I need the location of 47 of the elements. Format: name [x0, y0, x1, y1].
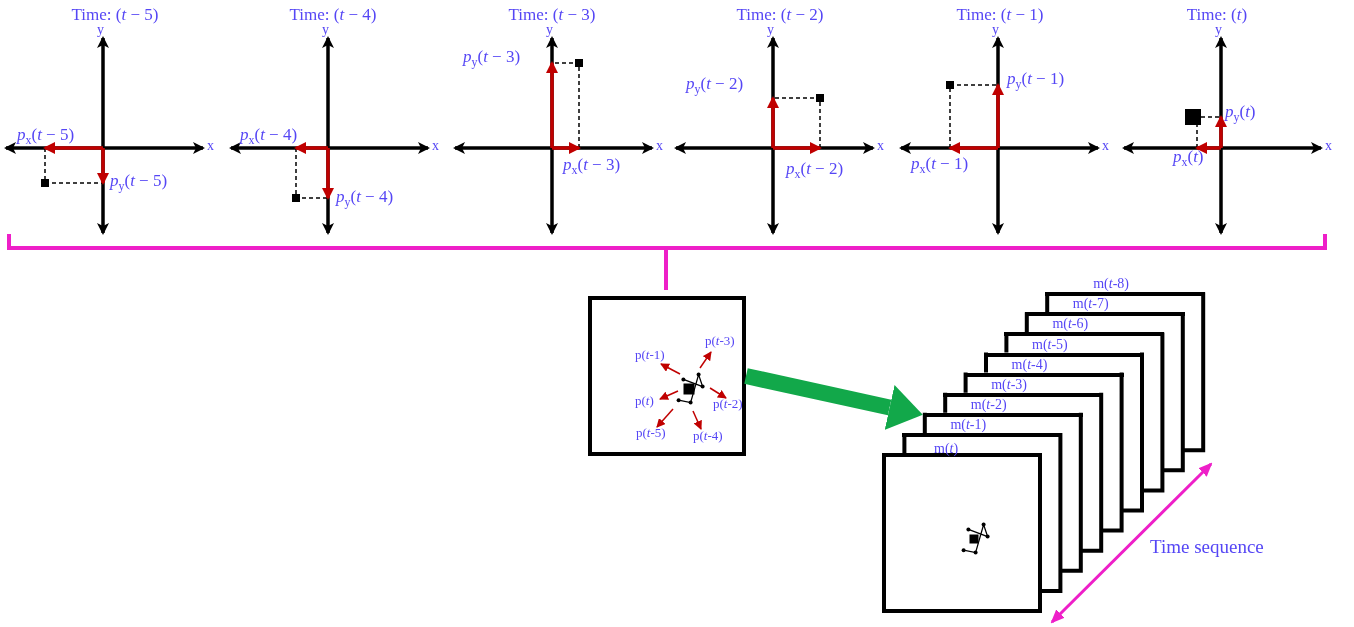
component-label: p$_{y}$(t): [1225, 103, 1256, 124]
component-label: p$_{x}$(t − 1): [911, 155, 969, 176]
frame-label: m(t-1): [950, 417, 987, 432]
component-label: p$_{x}$(t − 3): [563, 156, 621, 177]
frame-label: m(t-7): [1072, 297, 1109, 312]
component-label: p$_{x}$(t − 2): [786, 160, 844, 181]
plot-title: Time: (t − 2): [736, 6, 824, 23]
frame-label: m(t-5): [1032, 337, 1068, 352]
frame-label: m(t-8): [1093, 277, 1129, 292]
axis-label: y: [97, 23, 104, 37]
axis-label: x: [432, 139, 439, 153]
axis-label: x: [656, 139, 663, 153]
point-label: p(t-2): [713, 397, 743, 410]
plot-title: Time: (t − 1): [956, 6, 1044, 23]
component-label: p$_{y}$(t − 2): [686, 75, 744, 96]
component-label: p$_{x}$(t − 4): [240, 126, 298, 147]
point-label: p(t-4): [693, 429, 723, 442]
component-label: p$_{y}$(t − 1): [1007, 70, 1065, 91]
frame-label: m(t-6): [1052, 317, 1089, 332]
component-label: p$_{x}$(t): [1173, 148, 1204, 169]
axis-label: y: [1215, 23, 1222, 37]
axis-label: y: [546, 23, 553, 37]
frame-label: m(t-4): [1011, 357, 1048, 372]
axis-caption: Time sequence: [1150, 537, 1264, 556]
plot-title: Time: (t): [1186, 6, 1248, 23]
frame-label: m(t-2): [970, 397, 1007, 412]
component-label: p$_{y}$(t − 3): [463, 48, 521, 69]
component-label: p$_{y}$(t − 4): [336, 188, 394, 209]
point-label: p(t): [635, 394, 654, 407]
axis-label: x: [207, 139, 214, 153]
axis-label: x: [877, 139, 884, 153]
axis-label: y: [767, 23, 774, 37]
point-label: p(t-1): [635, 348, 665, 361]
plot-title: Time: (t − 5): [71, 6, 159, 23]
point-label: p(t-3): [705, 334, 735, 347]
image-frame: [588, 296, 746, 456]
component-label: p$_{y}$(t − 5): [110, 172, 168, 193]
plot-title: Time: (t − 3): [508, 6, 596, 23]
component-label: p$_{x}$(t − 5): [17, 126, 75, 147]
frame-label: m(t-3): [991, 377, 1027, 392]
point-label: p(t-5): [636, 426, 666, 439]
frame-label: m(t): [934, 442, 959, 456]
axis-label: y: [322, 23, 329, 37]
axis-label: x: [1102, 139, 1109, 153]
axis-label: x: [1325, 139, 1332, 153]
axis-label: y: [992, 23, 999, 37]
plot-title: Time: (t − 4): [289, 6, 377, 23]
